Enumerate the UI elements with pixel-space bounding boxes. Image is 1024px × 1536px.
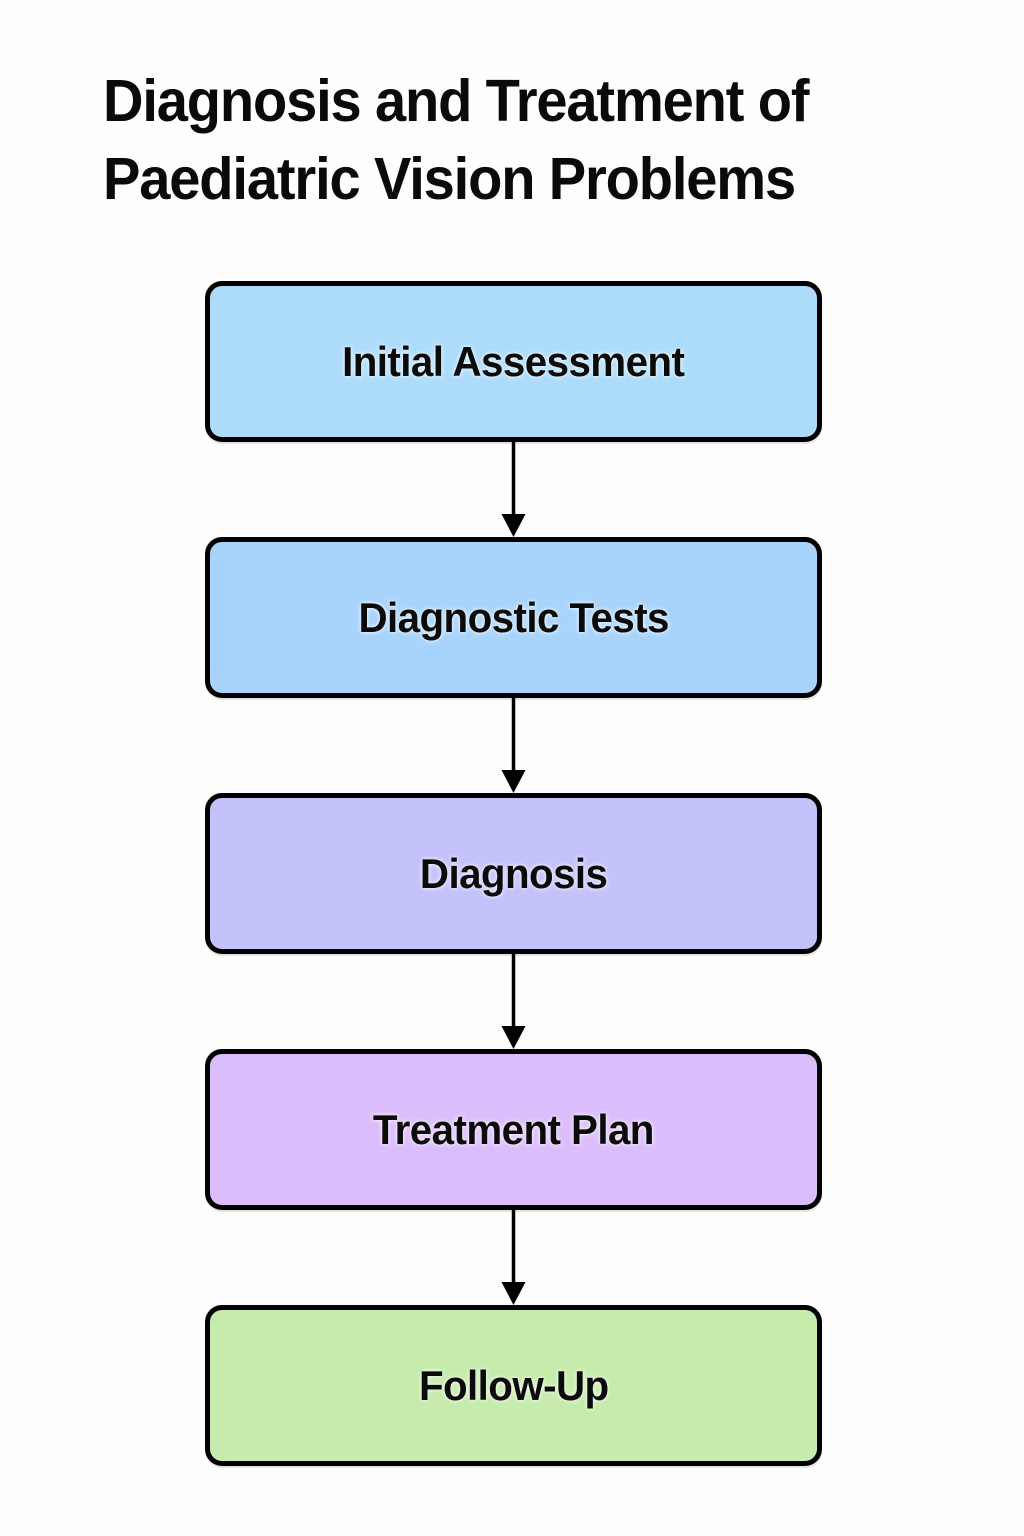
flow-node-diagnosis[interactable]: Diagnosis: [205, 793, 822, 954]
flow-node-label: Initial Assessment: [342, 337, 685, 385]
flow-arrow-2: [205, 698, 822, 793]
flow-node-label: Diagnostic Tests: [358, 593, 669, 641]
flow-node-label: Follow-Up: [418, 1361, 609, 1409]
flow-node-initial-assessment[interactable]: Initial Assessment: [205, 281, 822, 442]
flow-arrow-3: [205, 954, 822, 1049]
flow-node-follow-up[interactable]: Follow-Up: [205, 1305, 822, 1466]
flow-arrow-4: [205, 1210, 822, 1305]
title-line-1: Diagnosis and Treatment of: [103, 68, 810, 134]
flow-arrow-1: [205, 442, 822, 537]
flow-node-diagnostic-tests[interactable]: Diagnostic Tests: [205, 537, 822, 698]
flow-node-label: Diagnosis: [419, 849, 608, 897]
page-title: Diagnosis and Treatment of Paediatric Vi…: [103, 62, 892, 218]
flow-node-label: Treatment Plan: [372, 1105, 655, 1153]
flow-node-treatment-plan[interactable]: Treatment Plan: [205, 1049, 822, 1210]
flowchart-node-column: Initial Assessment Diagnostic Tests Diag…: [205, 281, 822, 1466]
title-line-2: Paediatric Vision Problems: [103, 146, 796, 212]
